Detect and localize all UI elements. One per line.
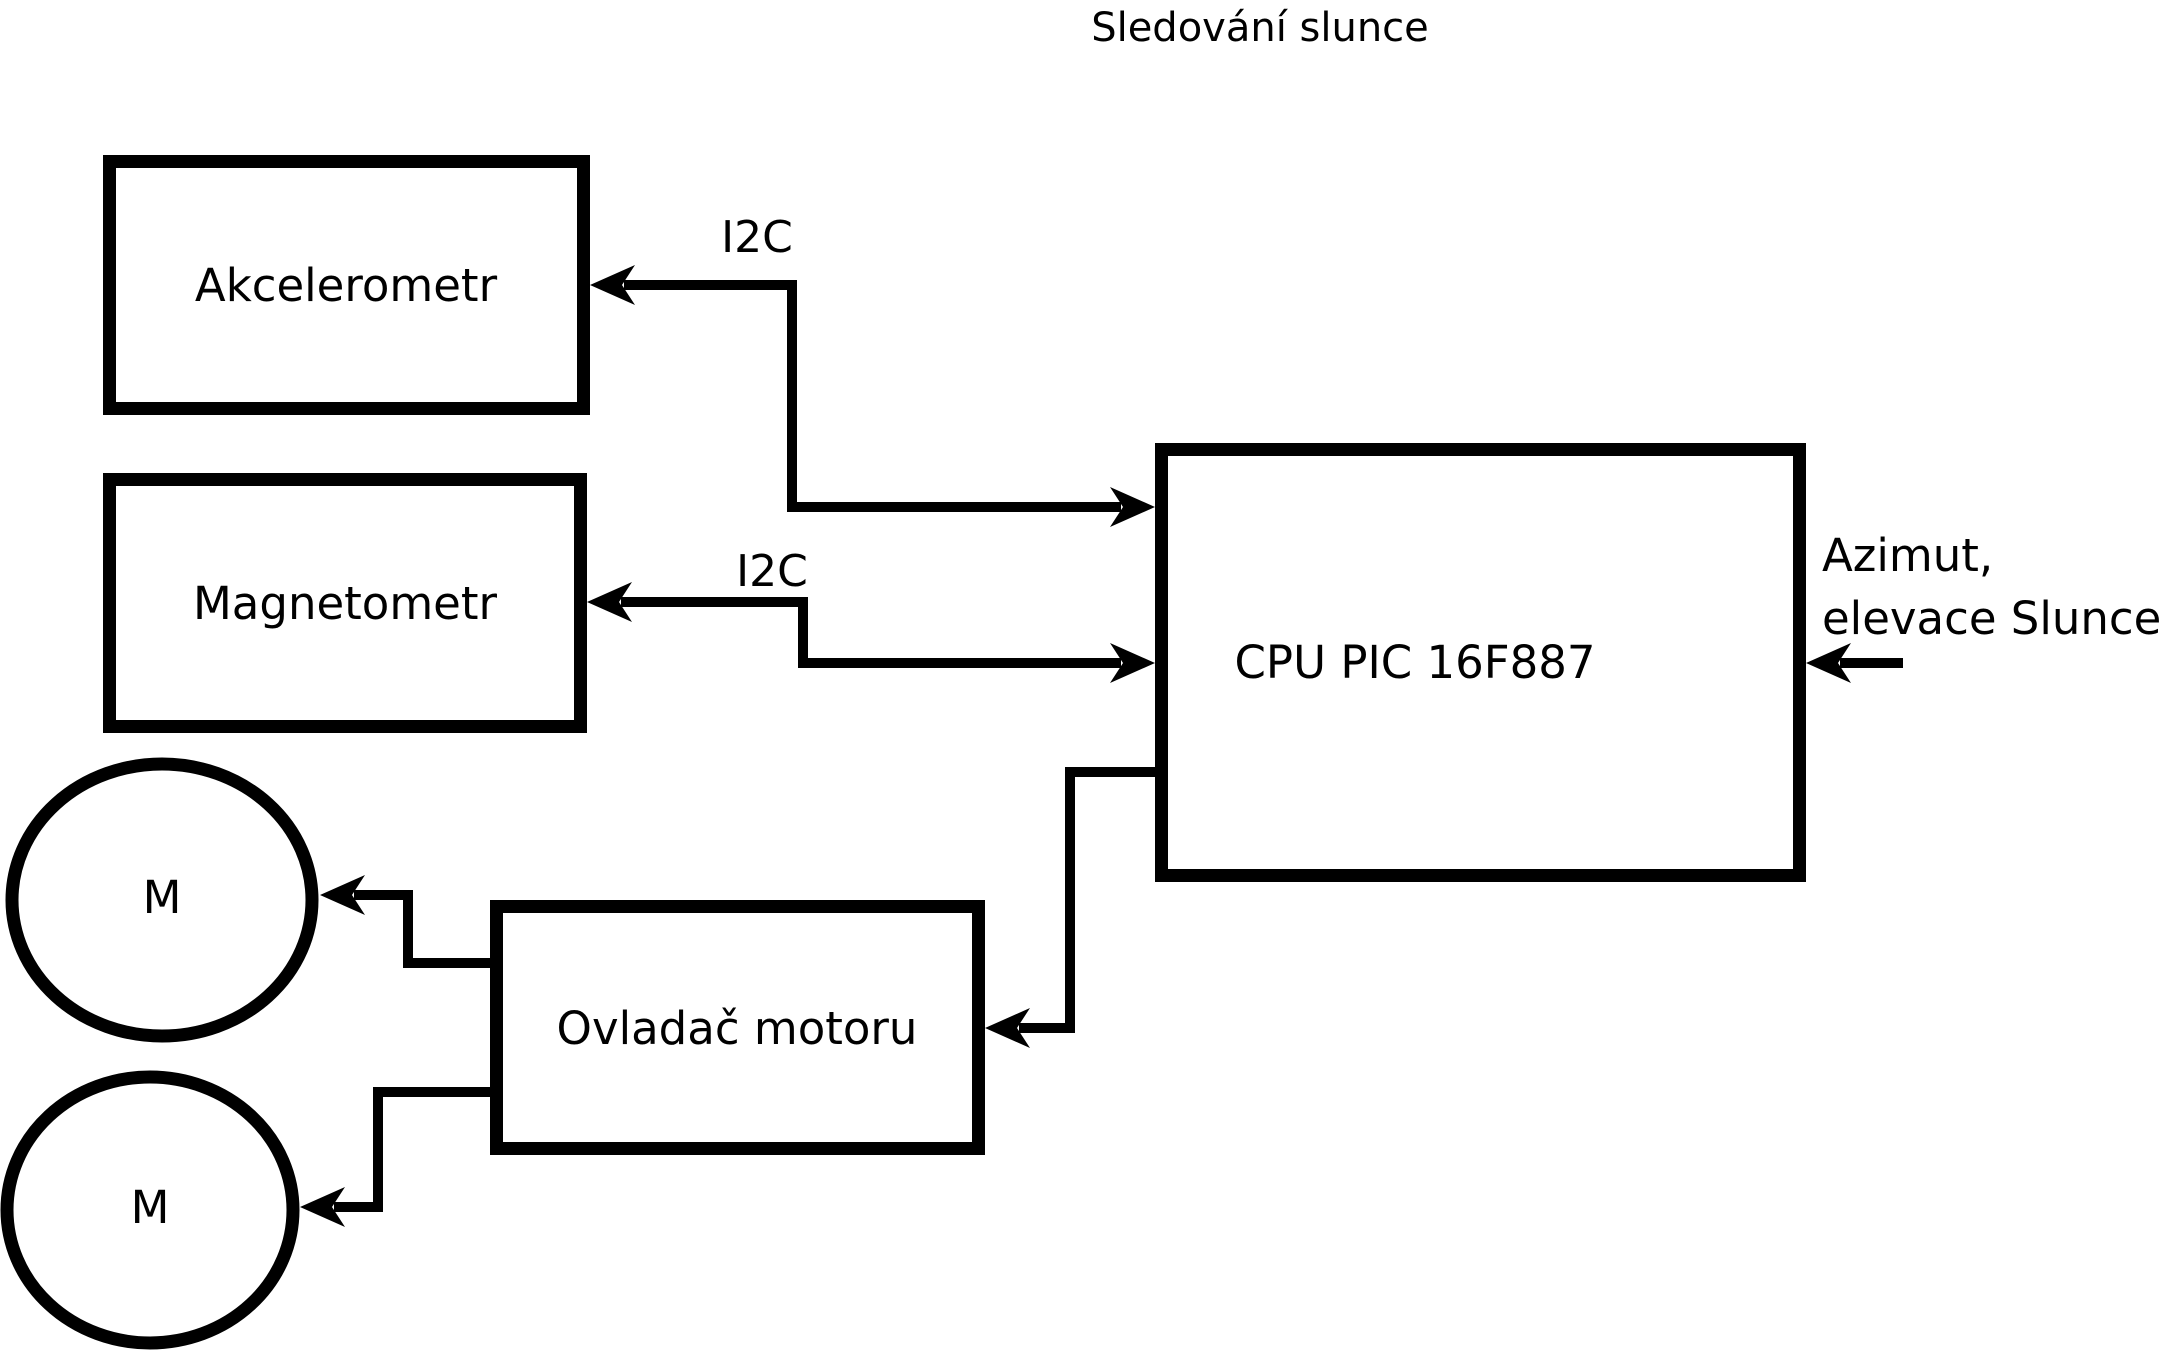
cpu-label: CPU PIC 16F887 (1235, 636, 1596, 689)
arrowhead-into-cpu-top (1110, 487, 1155, 527)
magnetometr-label: Magnetometr (193, 577, 498, 630)
cpu-box (1155, 443, 1806, 882)
wire-i2c-akcelerometr (624, 280, 1121, 512)
azimut-label-line1: Azimut, (1822, 529, 1993, 582)
arrowhead-into-akcelerometr (590, 265, 635, 305)
connector-cpu-ovladac (985, 767, 1155, 1048)
arrowhead-into-cpu-middle (1110, 643, 1155, 683)
ovladac-motoru-box (490, 900, 985, 1155)
diagram-title: Sledování slunce (1091, 5, 1429, 51)
node-cpu: CPU PIC 16F887 (1155, 443, 1806, 882)
i2c-label-magnetometr: I2C (736, 546, 808, 597)
node-motor-1: M (5, 757, 319, 1043)
arrowhead-into-motor-1 (320, 875, 365, 915)
motor-2-circle (0, 1070, 300, 1350)
arrowhead-into-magnetometr (587, 582, 632, 622)
ovladac-motoru-label: Ovladač motoru (557, 1002, 918, 1055)
wire-i2c-magnetometr (621, 597, 1121, 668)
connector-ovladac-motor-2 (300, 1087, 490, 1227)
akcelerometr-label: Akcelerometr (195, 259, 498, 312)
wire-ovladac-motor-1 (354, 890, 490, 968)
arrowhead-into-ovladac (985, 1008, 1030, 1048)
akcelerometr-box (103, 155, 590, 415)
motor-1-circle (5, 757, 319, 1043)
wire-ovladac-motor-2 (334, 1087, 490, 1212)
arrowhead-into-motor-2 (300, 1187, 345, 1227)
node-ovladac-motoru: Ovladač motoru (490, 900, 985, 1155)
motor-1-label: M (143, 871, 182, 924)
connector-azimut-cpu: Azimut, elevace Slunce (1806, 529, 2161, 683)
motor-2-label: M (131, 1181, 170, 1234)
connector-i2c-magnetometr-cpu: I2C (587, 546, 1155, 683)
azimut-label-line2: elevace Slunce (1822, 592, 2161, 645)
node-akcelerometr: Akcelerometr (103, 155, 590, 415)
node-motor-2: M (0, 1070, 300, 1350)
arrowhead-into-cpu-right (1806, 643, 1851, 683)
node-magnetometr: Magnetometr (103, 473, 587, 733)
i2c-label-akcelerometr: I2C (721, 212, 793, 263)
connector-ovladac-motor-1 (320, 875, 490, 968)
wire-cpu-ovladac (1019, 767, 1155, 1033)
connector-i2c-akcelerometr-cpu: I2C (590, 212, 1155, 527)
magnetometr-box (103, 473, 587, 733)
